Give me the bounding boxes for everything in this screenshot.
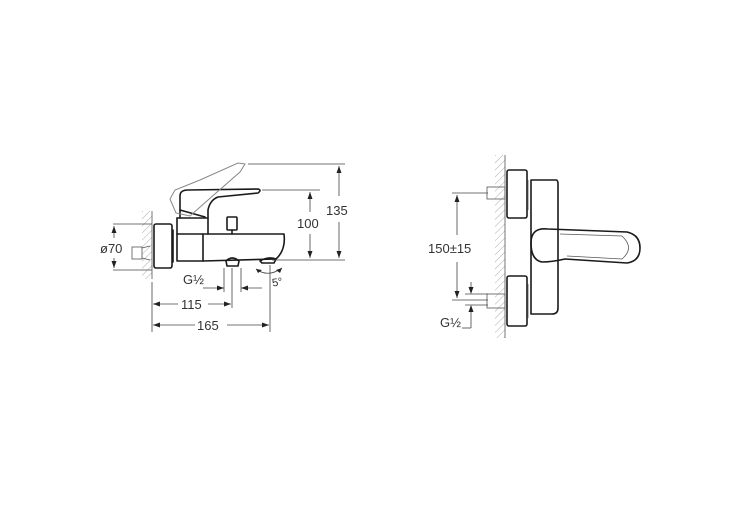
diverter-knob [226, 216, 238, 231]
label-diameter: ø70 [100, 241, 122, 256]
label-dim-115: 115 [181, 297, 202, 312]
connector-bottom [486, 293, 506, 309]
side-view: ø70 G½ 115 165 100 135 5° [100, 162, 348, 333]
escutcheon [153, 223, 173, 269]
front-view: 150±15 G½ [428, 155, 641, 338]
spout [202, 233, 286, 262]
lever-handle [179, 188, 261, 219]
label-thread-side: G½ [183, 272, 204, 287]
escutcheon-top [506, 169, 528, 219]
lever-ghost [169, 162, 246, 217]
lever-handle-front [530, 227, 641, 264]
label-thread-front: G½ [440, 315, 461, 330]
label-spacing: 150±15 [428, 241, 471, 256]
wall-hatch-side [142, 211, 152, 279]
label-dim-135: 135 [326, 203, 348, 218]
label-dim-165: 165 [197, 318, 219, 333]
escutcheon-bottom [506, 275, 528, 327]
wall-hatch-front [495, 155, 505, 338]
wall-connector [131, 246, 143, 260]
mixer-body [176, 233, 204, 262]
aerator [259, 257, 277, 264]
mixer-body-front [530, 179, 559, 315]
label-angle: 5° [271, 276, 283, 290]
label-dim-100: 100 [297, 216, 319, 231]
outlet-g12 [225, 257, 240, 267]
